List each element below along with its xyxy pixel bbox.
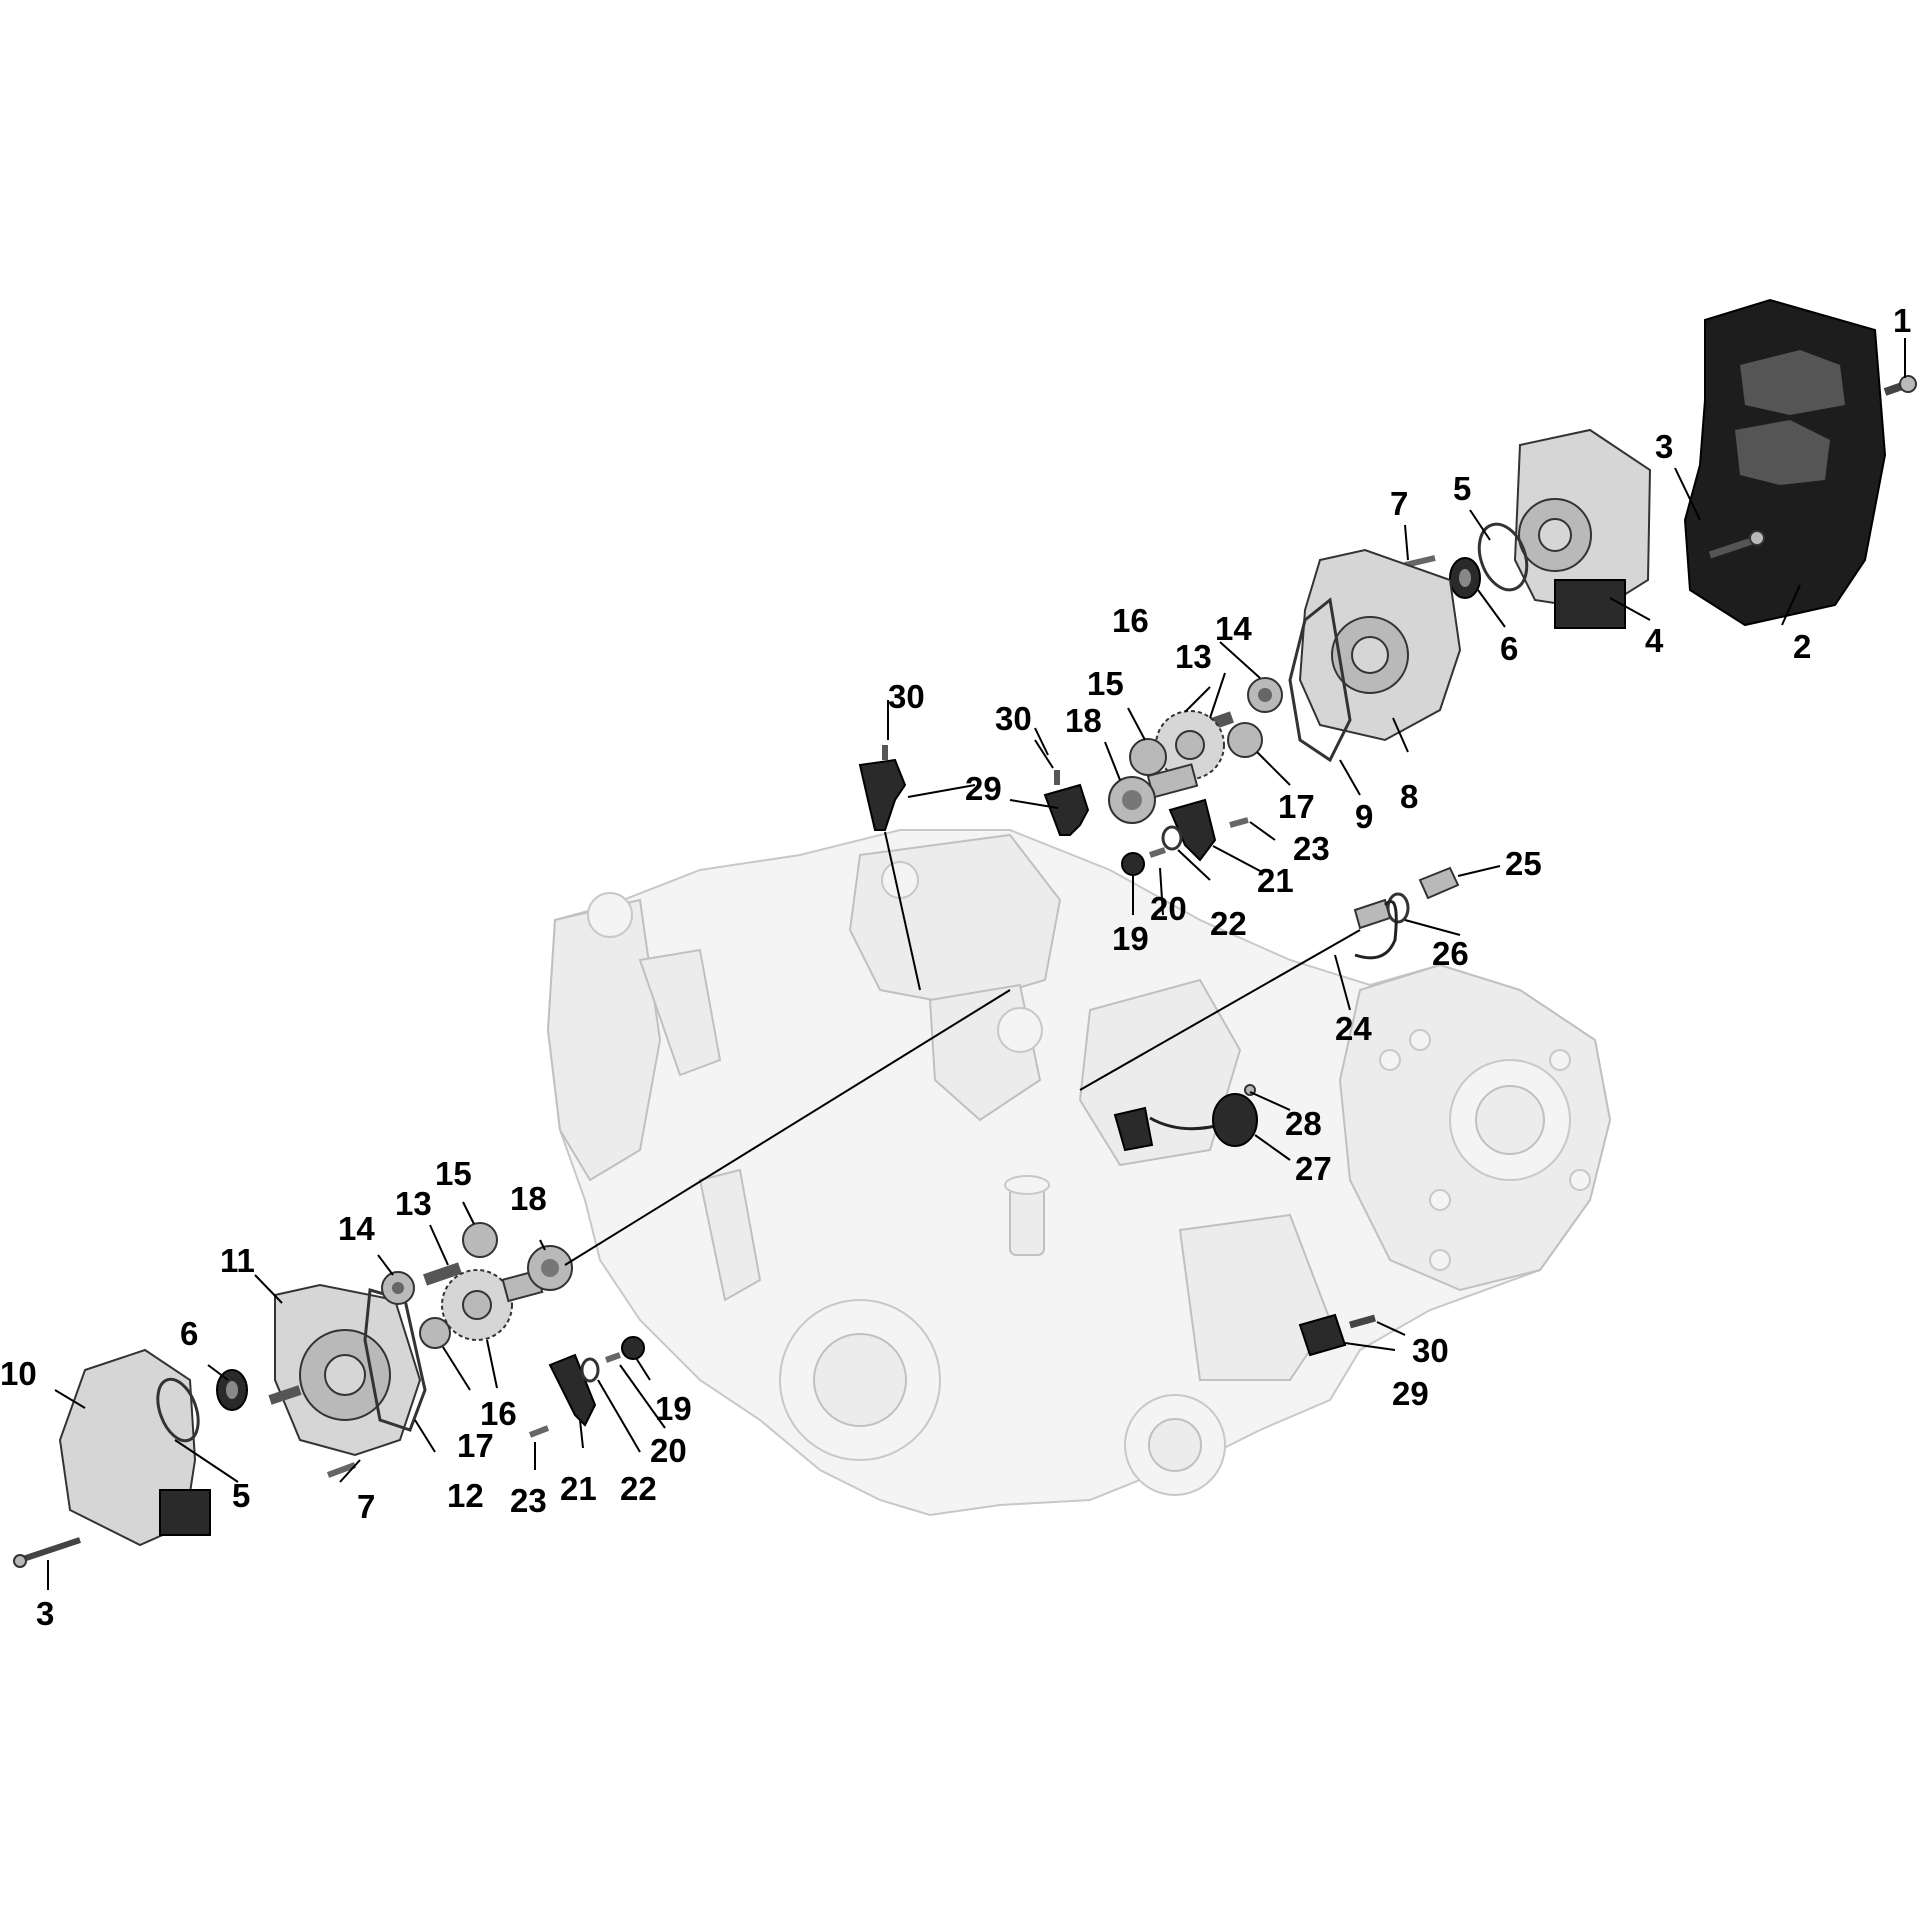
callout-1: 1 (1893, 302, 1911, 339)
gear-16-upper (1146, 710, 1225, 799)
callout-11: 11 (220, 1242, 255, 1279)
bolt-3-upper (1708, 530, 1765, 559)
callout-5-lower: 5 (232, 1477, 250, 1514)
callout-29: 29 (965, 770, 1002, 807)
callout-28: 28 (1285, 1105, 1322, 1142)
callout-30a: 30 (888, 678, 925, 715)
sensor-21-upper (1168, 798, 1217, 862)
bolt-1 (1883, 375, 1917, 396)
callout-7-lower: 7 (357, 1488, 375, 1525)
callout-24: 24 (1335, 1010, 1372, 1047)
callout-29-right: 29 (1392, 1375, 1429, 1412)
sensor-29-upper-left (858, 758, 907, 831)
callout-20: 20 (1150, 890, 1187, 927)
callout-8: 8 (1400, 778, 1418, 815)
gear-cover-11 (268, 1283, 422, 1457)
callout-22: 22 (1210, 905, 1247, 942)
callout-18: 18 (1065, 702, 1102, 739)
lower-parts (13, 1222, 645, 1568)
callout-27: 27 (1295, 1150, 1332, 1187)
callout-17-lower: 17 (457, 1427, 494, 1464)
callout-21-lower: 21 (560, 1470, 597, 1507)
callout-15: 15 (1087, 665, 1124, 702)
callout-23: 23 (1293, 830, 1330, 867)
actuator-motor (1513, 428, 1652, 629)
callout-16: 16 (1112, 602, 1149, 639)
callout-3-lower: 3 (36, 1595, 54, 1632)
callout-15-lower: 15 (435, 1155, 472, 1192)
callout-5: 5 (1453, 470, 1471, 507)
leader-lines (47, 338, 1906, 1590)
gear-16-lower (441, 1269, 544, 1341)
callout-30b: 30 (995, 700, 1032, 737)
callout-6-lower: 6 (180, 1315, 198, 1352)
engine-housing (546, 829, 1612, 1517)
callout-25: 25 (1505, 845, 1542, 882)
callout-19-lower: 19 (655, 1390, 692, 1427)
callout-13: 13 (1175, 638, 1212, 675)
callout-17: 17 (1278, 788, 1315, 825)
callout-12: 12 (447, 1477, 484, 1514)
callout-13-lower: 13 (395, 1185, 432, 1222)
callout-2: 2 (1793, 628, 1811, 665)
ring-5-upper (1477, 522, 1529, 592)
callout-7: 7 (1390, 485, 1408, 522)
gasket-9 (1288, 597, 1352, 763)
callout-3: 3 (1655, 428, 1673, 465)
callout-23-lower: 23 (510, 1482, 547, 1519)
callout-4: 4 (1645, 622, 1664, 659)
callout-20-lower: 20 (650, 1432, 687, 1469)
callout-9: 9 (1355, 798, 1373, 835)
callout-26: 26 (1432, 935, 1469, 972)
callout-16-lower: 16 (480, 1395, 517, 1432)
callout-30-right: 30 (1412, 1332, 1449, 1369)
actuator-10 (58, 1348, 211, 1547)
callout-21: 21 (1257, 862, 1294, 899)
callout-14: 14 (1215, 610, 1252, 647)
callout-6: 6 (1500, 630, 1518, 667)
callout-labels: 1 2 3 4 5 6 7 8 9 13 14 15 16 17 18 19 2… (0, 302, 1911, 1632)
callout-19: 19 (1112, 920, 1149, 957)
callout-22-lower: 22 (620, 1470, 657, 1507)
gear-cover-upper (1298, 548, 1462, 742)
callout-14-lower: 14 (338, 1210, 375, 1247)
upper-parts (858, 298, 1917, 1357)
callout-18-lower: 18 (510, 1180, 547, 1217)
callout-10: 10 (0, 1355, 37, 1392)
sensor-29-upper-right (1043, 783, 1090, 836)
